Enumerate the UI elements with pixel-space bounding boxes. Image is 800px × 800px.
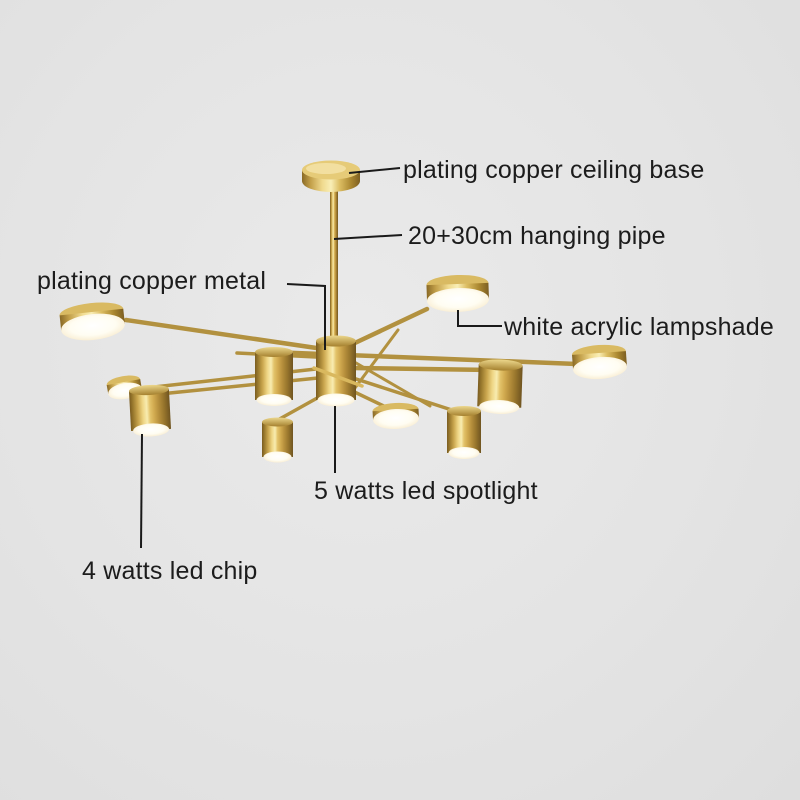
callout-line-lampshade — [457, 310, 502, 327]
front-arm-segment — [312, 366, 364, 388]
spotlight-cylinder-midright — [477, 359, 523, 415]
callout-line-ceiling-base — [348, 167, 401, 174]
lampshade-disc-top — [426, 274, 489, 313]
lampshade-disc-right — [572, 344, 627, 380]
central-hub-cylinder — [316, 335, 356, 407]
label-ceiling-base: plating copper ceiling base — [403, 156, 705, 184]
callout-lines — [140, 167, 502, 549]
callout-line-hanging-pipe — [333, 234, 403, 240]
label-hanging-pipe: 20+30cm hanging pipe — [408, 222, 666, 250]
label-lampshade: white acrylic lampshade — [504, 313, 774, 341]
spotlight-cylinder-lowerright — [447, 406, 481, 459]
hanging-pipe — [330, 180, 338, 344]
lampshade-disc-left — [59, 302, 125, 341]
label-spotlight: 5 watts led spotlight — [314, 477, 538, 505]
spotlight-cylinder-lowerleft — [262, 417, 293, 463]
lampshade-disc-center — [372, 402, 419, 430]
ceiling-base — [302, 160, 360, 192]
callout-line-copper-metal — [286, 283, 326, 350]
spotlight-cylinder-midleft — [255, 347, 293, 406]
callout-line-led-chip — [140, 433, 143, 549]
label-led-chip: 4 watts led chip — [82, 557, 258, 585]
spotlight-cylinder-left — [128, 384, 172, 437]
label-copper-metal: plating copper metal — [37, 267, 267, 295]
